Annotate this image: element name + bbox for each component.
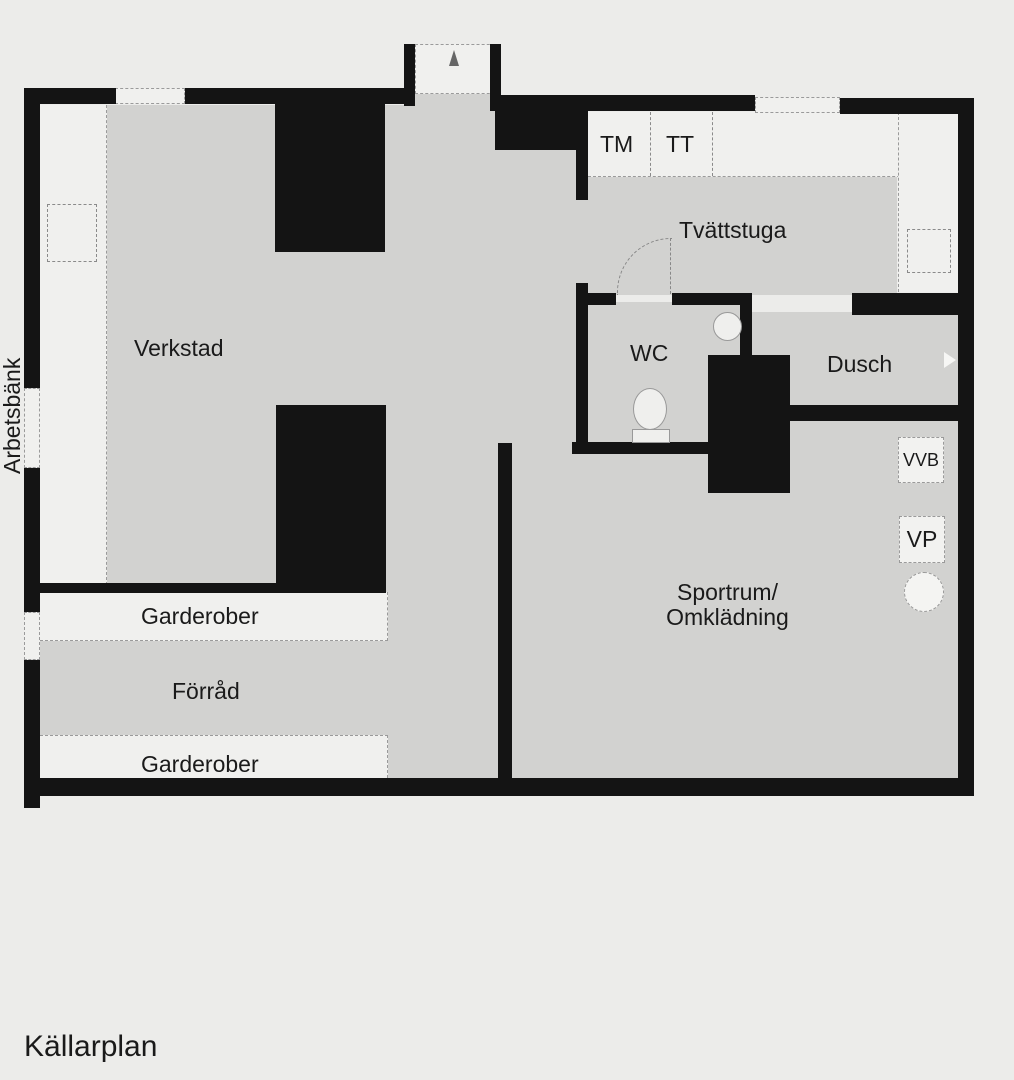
tank-circle-icon xyxy=(904,572,944,612)
wall-garderober-top xyxy=(40,583,386,593)
vvb-label: VVB xyxy=(902,449,940,470)
floor-main xyxy=(38,105,498,780)
window-top-right xyxy=(755,97,840,113)
wall-entrance-right xyxy=(490,44,501,106)
wall-top-left xyxy=(24,88,116,104)
wardrobe-top xyxy=(40,592,388,641)
pillar-top xyxy=(275,104,385,252)
pillar-middle xyxy=(276,405,386,590)
wall-right xyxy=(958,98,974,788)
room-label-sportrum-line2: Omklädning xyxy=(666,604,789,631)
wall-wc-left xyxy=(576,283,588,451)
room-label-arbetsbank: Arbetsbänk xyxy=(0,357,25,474)
room-label-forrad: Förråd xyxy=(172,678,240,704)
room-label-dusch: Dusch xyxy=(827,351,893,377)
wall-wc-right xyxy=(740,293,752,358)
laundry-side-box xyxy=(907,229,951,273)
room-label-garderober-bottom: Garderober xyxy=(141,751,259,777)
vvb-water-heater: VVB xyxy=(898,437,944,483)
wall-wc-bottom xyxy=(572,442,712,454)
room-label-sportrum-line1: Sportrum/ xyxy=(677,579,778,605)
workbench xyxy=(40,105,107,585)
wc-door-leaf xyxy=(670,238,671,294)
wall-bottom xyxy=(24,778,974,796)
vp-heat-pump: VP xyxy=(899,516,945,563)
block-top-corridor xyxy=(495,104,587,150)
vp-label: VP xyxy=(906,526,938,552)
entrance-arrow-icon xyxy=(449,50,459,66)
window-left-low xyxy=(24,612,40,660)
fixture-label-tm: TM xyxy=(600,131,634,157)
plan-title: Källarplan xyxy=(24,1030,158,1063)
wall-top-mid xyxy=(185,88,415,104)
room-label-verkstad: Verkstad xyxy=(134,335,224,361)
room-label-wc: WC xyxy=(630,340,669,366)
wall-laundry-stub xyxy=(576,104,588,200)
shower-drain-icon xyxy=(944,352,956,368)
toilet-icon xyxy=(633,388,667,430)
wall-dusch-bottom xyxy=(788,405,960,421)
window-top-left xyxy=(115,88,185,104)
floor-corridor xyxy=(490,150,590,450)
toilet-tank-icon xyxy=(632,429,670,443)
workbench-box xyxy=(47,204,97,262)
wall-left-2 xyxy=(24,468,40,612)
floor-entrance xyxy=(415,92,500,112)
wall-top-right-b xyxy=(840,98,974,114)
room-label-tvattstuga: Tvättstuga xyxy=(679,217,787,243)
fixture-label-tt: TT xyxy=(666,131,695,157)
tm-tt-divider xyxy=(650,112,651,176)
wall-corridor-right xyxy=(498,443,512,779)
tt-divider xyxy=(712,112,713,176)
window-left-mid xyxy=(24,388,40,468)
wall-wc-top-left xyxy=(576,293,616,305)
wall-wc-top-right xyxy=(672,293,752,305)
sink-icon xyxy=(713,312,742,341)
wardrobe-bottom xyxy=(40,735,388,783)
room-label-sportrum: Sportrum/ Omklädning xyxy=(655,579,800,631)
wall-entrance-left xyxy=(404,44,415,106)
room-label-garderober-top: Garderober xyxy=(141,603,259,629)
wall-left xyxy=(24,88,40,388)
wall-dusch-top xyxy=(852,293,960,315)
wall-left-3 xyxy=(24,660,40,808)
chimney-block xyxy=(708,355,790,493)
